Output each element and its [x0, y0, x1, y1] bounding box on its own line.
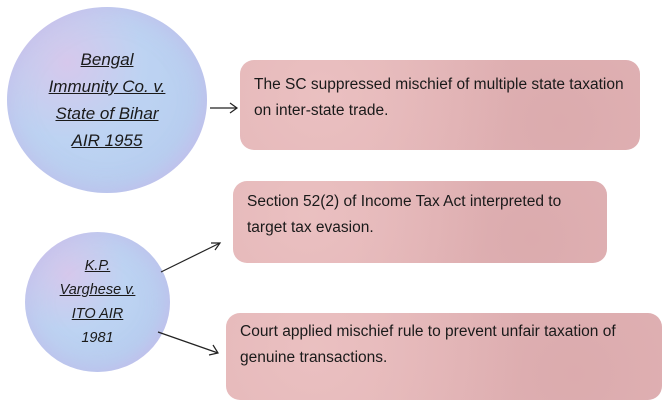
case-line: K.P.	[84, 258, 111, 274]
outcome-text: The SC suppressed mischief of multiple s…	[254, 76, 624, 119]
outcome-text: Section 52(2) of Income Tax Act interpre…	[247, 193, 562, 236]
case-line: Bengal	[80, 50, 134, 69]
arrow-icon	[160, 242, 222, 273]
case-line: 1981	[81, 330, 114, 346]
outcome-box-3: Court applied mischief rule to prevent u…	[226, 313, 662, 400]
case-circle-bengal-immunity: Bengal Immunity Co. v. State of Bihar AI…	[7, 7, 207, 193]
outcome-box-1: The SC suppressed mischief of multiple s…	[240, 60, 640, 150]
outcome-text: Court applied mischief rule to prevent u…	[240, 323, 616, 366]
case-line: ITO AIR	[71, 306, 124, 322]
case-line: Immunity Co. v.	[48, 77, 166, 96]
case-circle-kp-varghese: K.P. Varghese v. ITO AIR 1981	[25, 232, 170, 372]
arrow-icon	[157, 331, 219, 356]
arrow-icon	[210, 102, 239, 114]
case-line: Varghese v.	[59, 282, 136, 298]
case-line: State of Bihar	[55, 104, 159, 123]
outcome-box-2: Section 52(2) of Income Tax Act interpre…	[233, 181, 607, 263]
case-line: AIR 1955	[71, 131, 143, 150]
